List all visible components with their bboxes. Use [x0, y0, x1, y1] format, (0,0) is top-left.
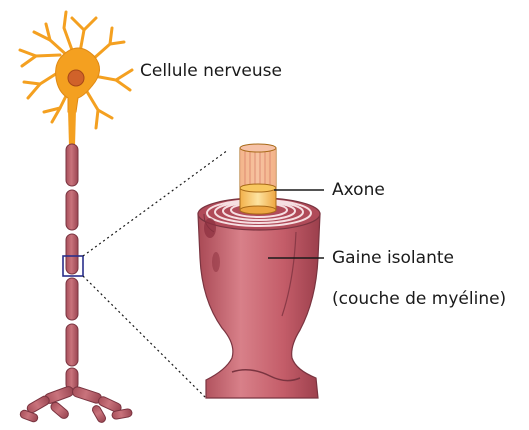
label-myelin: (couche de myéline): [332, 289, 506, 309]
magnified-axon: [198, 144, 320, 398]
label-axon: Axone: [332, 180, 385, 200]
axon-segments: [66, 144, 78, 366]
axon-terminals: [19, 368, 132, 424]
nucleus: [68, 70, 84, 86]
axon-core: [240, 144, 276, 214]
sheath-spot: [212, 252, 220, 272]
label-cell: Cellule nerveuse: [140, 61, 282, 81]
axon-hillock: [68, 110, 76, 146]
nerve-cell: [19, 12, 132, 424]
label-sheath: Gaine isolante: [332, 248, 454, 268]
myelin-sheath: [198, 214, 320, 398]
sheath-spot: [204, 218, 216, 238]
